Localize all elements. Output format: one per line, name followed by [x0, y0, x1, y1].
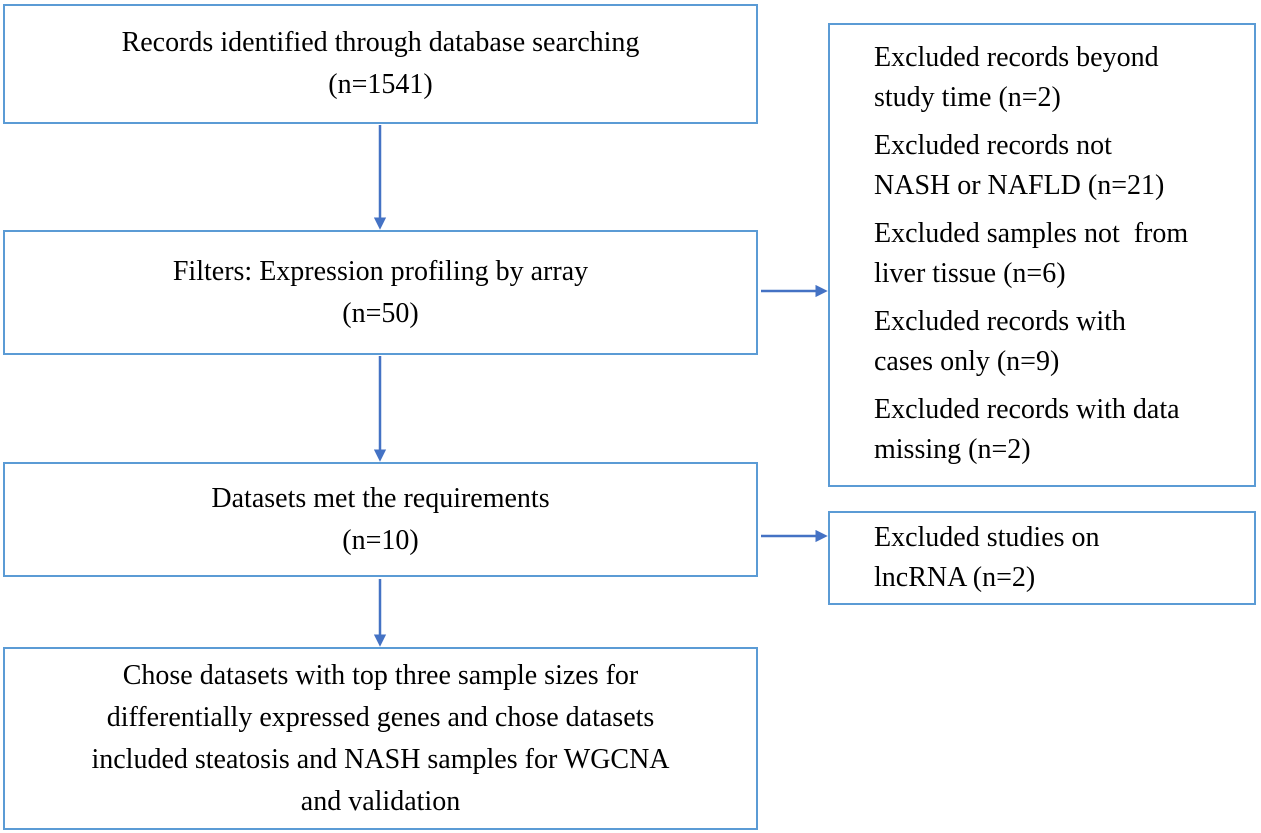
box-text-line: included steatosis and NASH samples for … — [91, 743, 670, 775]
box-text-line: (n=1541) — [328, 69, 433, 100]
box-text-line: Datasets met the requirements — [211, 482, 550, 514]
box-text-line: Filters: Expression profiling by array — [172, 255, 589, 287]
box-datasets-met: Datasets met the requirements (n=10) — [3, 462, 758, 577]
box-text-line: Chose datasets with top three sample siz… — [122, 659, 639, 691]
exclusion-item: Excluded records not NASH or NAFLD (n=21… — [874, 126, 1246, 206]
box-text-line: missing (n=2) — [874, 434, 1031, 465]
exclusion-item: Excluded records beyond study time (n=2) — [874, 38, 1246, 118]
box-text-line: study time (n=2) — [874, 82, 1061, 113]
box-excluded-lncrna: Excluded studies on lncRNA (n=2) — [828, 511, 1256, 605]
box-text-line: Records identified through database sear… — [121, 27, 640, 58]
box-text-line: Excluded studies on — [874, 522, 1100, 553]
box-text-line: Excluded records not — [874, 130, 1112, 161]
box-filters: Filters: Expression profiling by array (… — [3, 230, 758, 355]
box-text-line: Excluded records with data — [874, 394, 1180, 425]
box-text-line: NASH or NAFLD (n=21) — [874, 170, 1165, 201]
box-text-line: liver tissue (n=6) — [874, 258, 1066, 289]
box-text-line: (n=10) — [342, 524, 419, 556]
exclusion-item: Excluded records with data missing (n=2) — [874, 390, 1246, 470]
box-text-line: (n=50) — [342, 297, 419, 329]
box-text-line: Excluded records beyond — [874, 42, 1159, 73]
box-exclusion-reasons: Excluded records beyond study time (n=2)… — [828, 23, 1256, 487]
box-text-line: lncRNA (n=2) — [874, 562, 1036, 593]
box-text-line: Excluded samples not from — [874, 218, 1189, 249]
box-chosen-datasets: Chose datasets with top three sample siz… — [3, 647, 758, 830]
box-text-line: cases only (n=9) — [874, 346, 1060, 377]
box-text-line: and validation — [300, 785, 461, 817]
box-text-line: Excluded records with — [874, 306, 1126, 337]
exclusion-item: Excluded samples not from liver tissue (… — [874, 214, 1246, 294]
box-text-line: differentially expressed genes and chose… — [106, 701, 655, 733]
box-records-identified: Records identified through database sear… — [3, 4, 758, 124]
exclusion-item: Excluded records with cases only (n=9) — [874, 302, 1246, 382]
